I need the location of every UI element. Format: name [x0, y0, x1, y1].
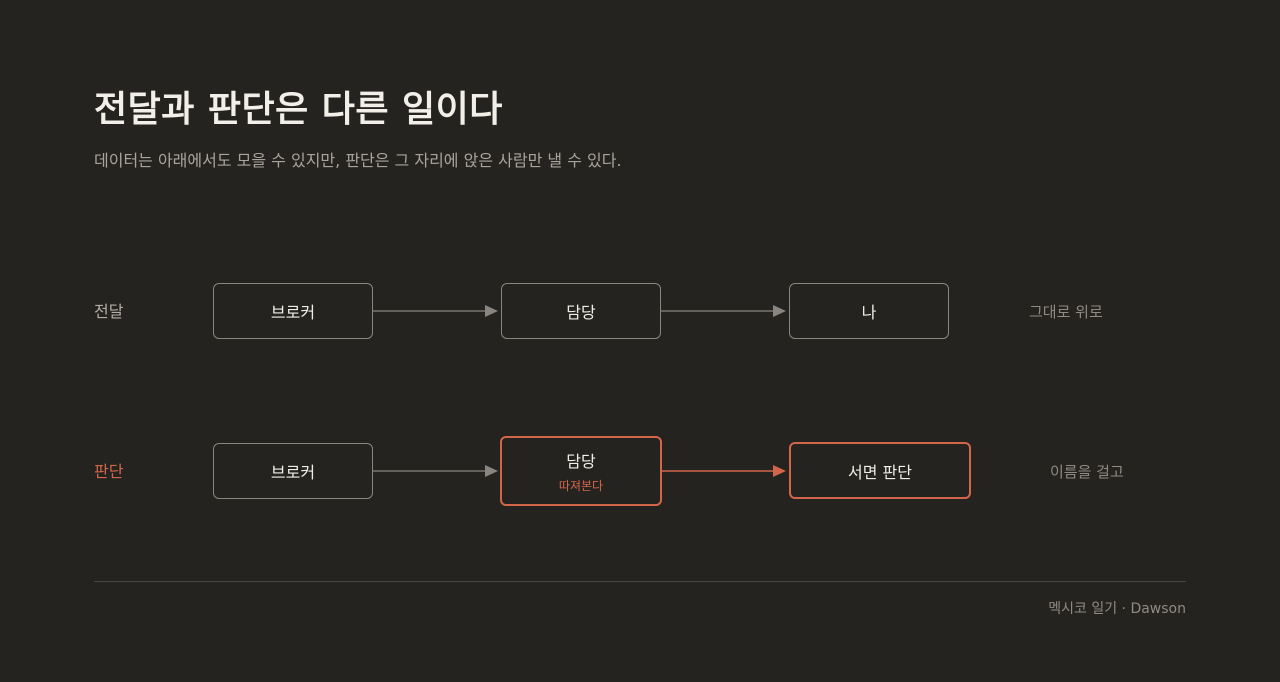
node-relay-broker: 브로커	[213, 283, 373, 339]
node-relay-manager: 담당	[501, 283, 661, 339]
node-label: 서면 판단	[848, 462, 912, 482]
node-label: 나	[861, 303, 877, 322]
node-judgment-written: 서면 판단	[789, 442, 971, 499]
arrowhead-judgment-1	[485, 465, 498, 477]
judgment-note: 이름을 걸고	[1050, 463, 1124, 481]
arrowhead-relay-1	[485, 305, 498, 317]
node-label: 담당	[566, 452, 596, 471]
footer-credit: 멕시코 일기 · Dawson	[1048, 601, 1186, 617]
node-label: 담당	[566, 303, 596, 322]
node-label: 브로커	[270, 463, 316, 482]
footer-divider	[94, 581, 1186, 582]
row-label-judgment: 판단	[94, 462, 124, 481]
row-label-relay: 전달	[94, 302, 124, 321]
node-relay-me: 나	[789, 283, 949, 339]
node-judgment-manager: 담당 따져본다	[500, 436, 662, 506]
arrowhead-judgment-2	[773, 465, 786, 477]
relay-note: 그대로 위로	[1029, 303, 1103, 321]
node-judgment-broker: 브로커	[213, 443, 373, 499]
arrowhead-relay-2	[773, 305, 786, 317]
node-label: 브로커	[270, 303, 316, 322]
node-sublabel: 따져본다	[558, 479, 604, 493]
page-title: 전달과 판단은 다른 일이다	[94, 88, 503, 130]
page-subtitle: 데이터는 아래에서도 모을 수 있지만, 판단은 그 자리에 앉은 사람만 낼 …	[94, 151, 622, 170]
